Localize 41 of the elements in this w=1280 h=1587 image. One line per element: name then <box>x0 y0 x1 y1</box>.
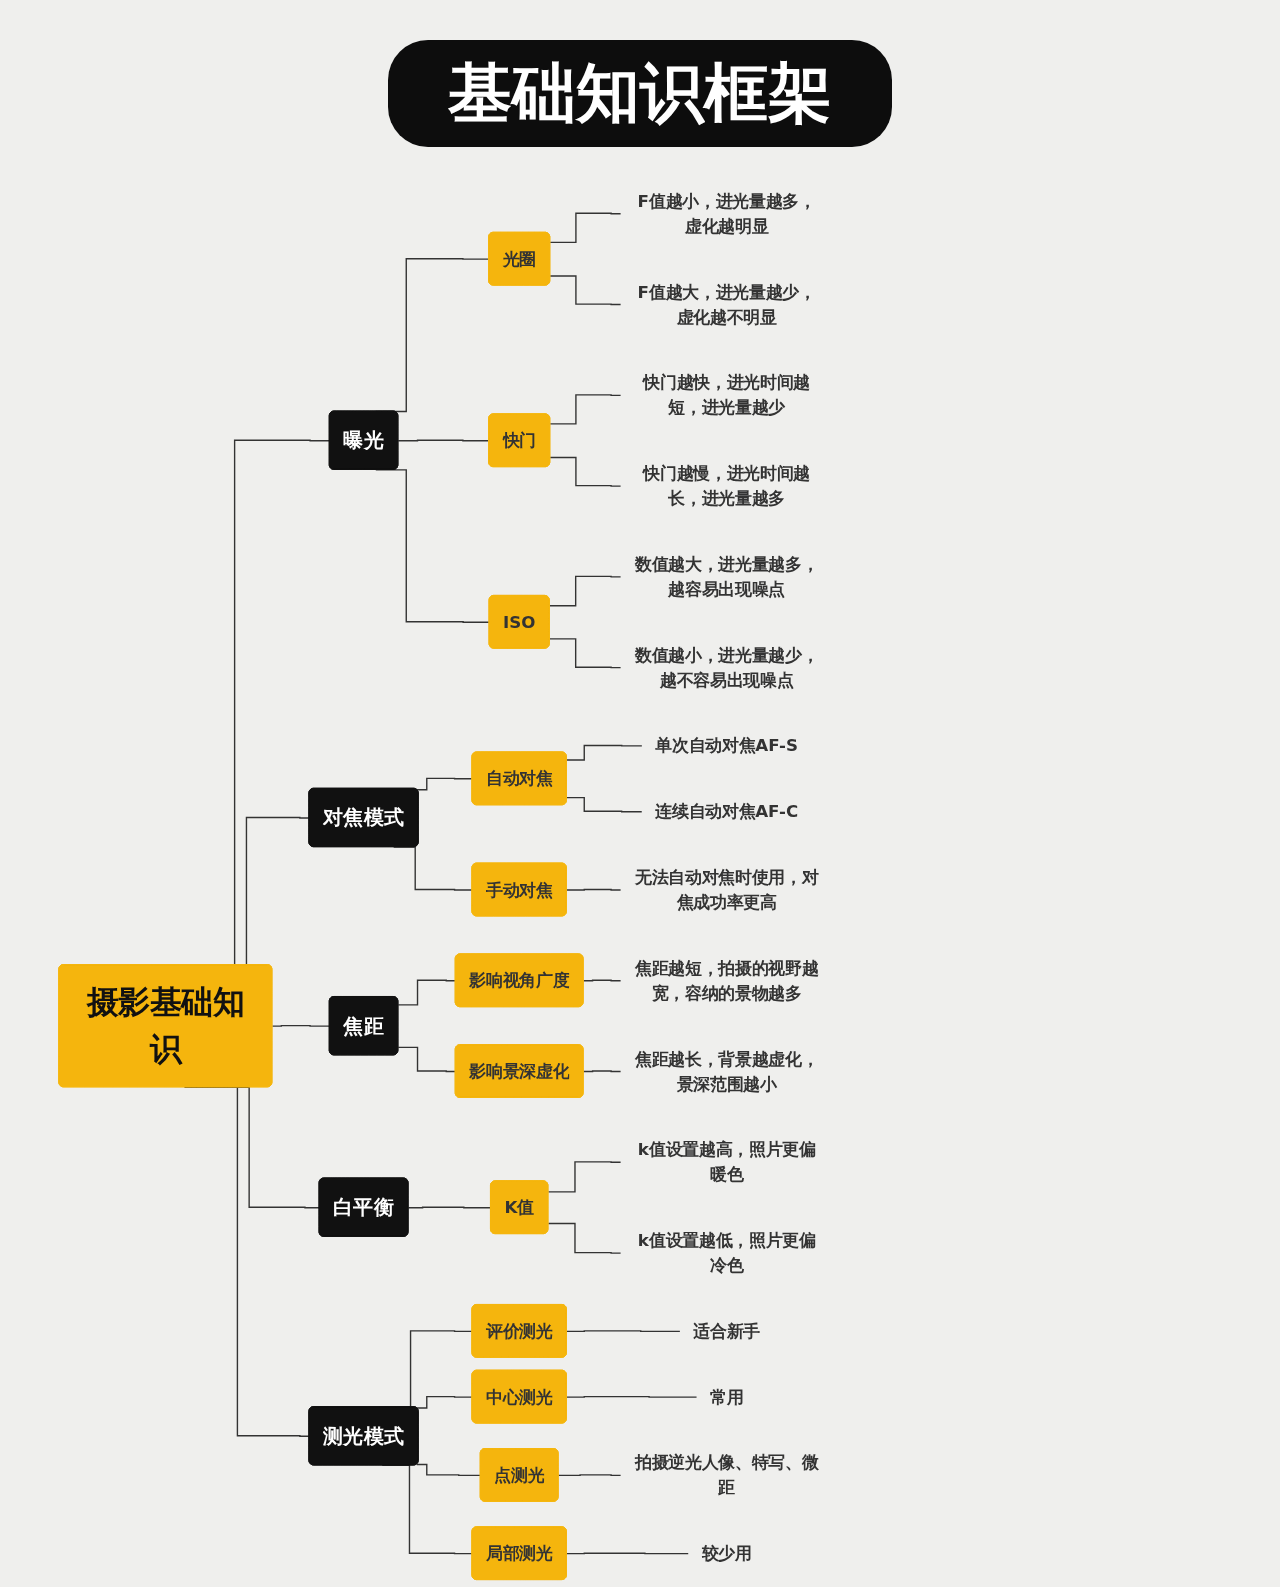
node-text: 焦距越短，拍摄的视野越宽，容纳的景物越多 <box>634 958 819 1003</box>
connector <box>557 1474 622 1477</box>
connector <box>566 744 643 761</box>
connector <box>407 1206 492 1209</box>
node-text: 拍摄逆光人像、特写、微距 <box>634 1452 819 1498</box>
connector <box>397 1046 457 1073</box>
node-text: 数值越大，进光量越多，越容易出现噪点 <box>634 554 819 599</box>
connector <box>582 1070 622 1073</box>
node-text: k值设置越低，照片更偏冷色 <box>637 1230 816 1275</box>
node-text: 单次自动对焦AF-S <box>655 735 799 756</box>
connector <box>549 212 622 244</box>
node-text: 较少用 <box>701 1543 752 1563</box>
connector <box>549 575 622 607</box>
connector <box>549 275 622 306</box>
node-text: 无法自动对焦时使用，对焦成功率更高 <box>634 867 819 912</box>
node-text: 快门越慢，进光时间越长，进光量越多 <box>643 463 811 508</box>
connector <box>566 1395 698 1398</box>
connector <box>566 1330 681 1333</box>
connector <box>566 796 643 813</box>
connector <box>566 1552 689 1555</box>
node-text: k值设置越高，照片更偏暖色 <box>637 1139 816 1185</box>
connector <box>271 1024 331 1027</box>
node-text: 数值越小，进光量越少，越不容易出现噪点 <box>634 644 819 690</box>
node-text: F值越小，进光量越多，虚化越明显 <box>637 191 816 236</box>
node-text: 快门越快，进光时间越短，进光量越少 <box>643 372 811 418</box>
connector <box>549 456 622 487</box>
connector <box>566 888 622 891</box>
title-banner: 基础知识框架 <box>388 40 892 147</box>
connector <box>549 638 622 669</box>
connector <box>547 1161 622 1193</box>
connector <box>549 394 622 425</box>
node-text: 连续自动对焦AF-C <box>655 801 799 821</box>
connector <box>397 979 457 1006</box>
connector <box>397 439 490 442</box>
node-text: 适合新手 <box>693 1321 761 1341</box>
connector <box>582 979 622 982</box>
node-text: 焦距越长，背景越虚化，景深范围越小 <box>634 1048 819 1094</box>
connector <box>416 1463 482 1477</box>
node-text: 常用 <box>709 1386 744 1407</box>
connector <box>547 1222 622 1254</box>
node-text: F值越大，进光量越少，虚化越不明显 <box>637 281 816 327</box>
